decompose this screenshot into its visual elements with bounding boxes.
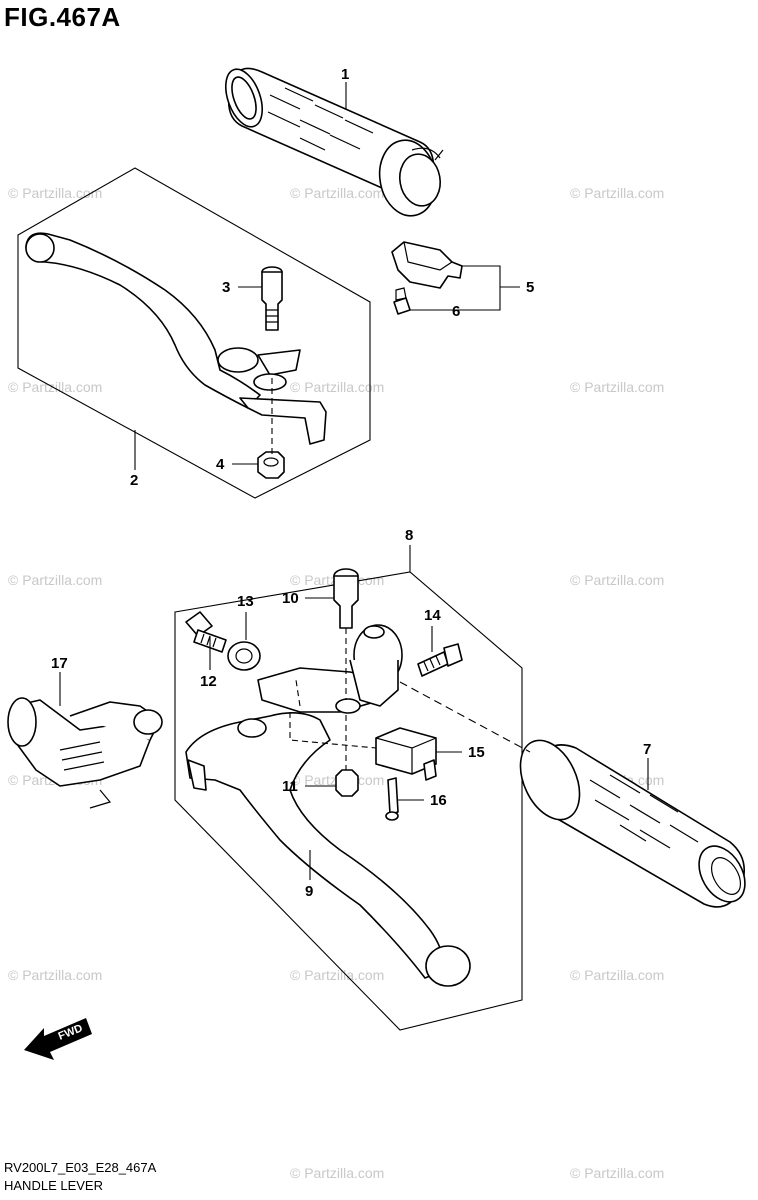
assembly-lines: [271, 378, 531, 770]
callout-7: 7: [643, 741, 651, 758]
callout-5: 5: [526, 279, 534, 296]
callout-6: 6: [452, 303, 460, 320]
watermark: © Partzilla.com: [290, 379, 384, 395]
callout-1: 1: [341, 66, 349, 83]
brake-lever: [25, 232, 327, 445]
clutch-bracket: [257, 624, 403, 714]
callout-17: 17: [51, 655, 68, 672]
callout-13: 13: [237, 593, 254, 610]
watermark: © Partzilla.com: [570, 185, 664, 201]
clamp-bolt: [417, 643, 463, 677]
callout-4: 4: [216, 456, 225, 473]
callout-14: 14: [424, 607, 441, 624]
clutch-switch: [375, 727, 437, 781]
switch-screw: [393, 287, 411, 315]
callout-11: 11: [282, 778, 298, 795]
watermark: © Partzilla.com: [570, 967, 664, 983]
knurled-nut: [227, 641, 261, 671]
pivot-bolt: [261, 266, 283, 331]
watermark: © Partzilla.com: [290, 185, 384, 201]
adjust-screw: [185, 611, 227, 653]
lower-nut: [335, 769, 359, 797]
pivot-bolt-lower: [333, 568, 359, 629]
grip-right-top: [224, 67, 444, 217]
switch-screw-lower: [385, 777, 399, 821]
figure-name: HANDLE LEVER: [4, 1178, 103, 1193]
figure-title: FIG.467A: [4, 2, 121, 32]
watermark: © Partzilla.com: [290, 967, 384, 983]
watermark: © Partzilla.com: [290, 1165, 384, 1181]
cable-holder: [7, 697, 163, 809]
callouts: 1 2 3 4 5 6 7 8 9 10 11 12 13 14 15 16 1…: [51, 66, 651, 900]
assembly-box-upper: [17, 167, 371, 499]
watermark: © Partzilla.com: [8, 572, 102, 588]
callout-10: 10: [282, 590, 299, 607]
watermark: © Partzilla.com: [8, 185, 102, 201]
figure-code: RV200L7_E03_E28_467A: [4, 1160, 157, 1175]
callout-8: 8: [405, 527, 413, 544]
callout-12: 12: [200, 673, 217, 690]
grip-left: [519, 739, 746, 908]
clutch-lever: [185, 712, 471, 987]
watermark: © Partzilla.com: [8, 379, 102, 395]
watermark: © Partzilla.com: [8, 967, 102, 983]
leader-lines: [59, 82, 649, 880]
callout-16: 16: [430, 792, 447, 809]
callout-2: 2: [130, 472, 138, 489]
watermark: © Partzilla.com: [570, 379, 664, 395]
callout-9: 9: [305, 883, 313, 900]
callout-3: 3: [222, 279, 230, 296]
brake-switch: [391, 241, 463, 289]
watermarks: © Partzilla.com © Partzilla.com © Partzi…: [8, 185, 664, 1181]
watermark: © Partzilla.com: [570, 572, 664, 588]
nut: [257, 451, 285, 479]
fwd-arrow-icon: FWD: [24, 1018, 92, 1060]
watermark: © Partzilla.com: [570, 1165, 664, 1181]
callout-15: 15: [468, 744, 485, 761]
